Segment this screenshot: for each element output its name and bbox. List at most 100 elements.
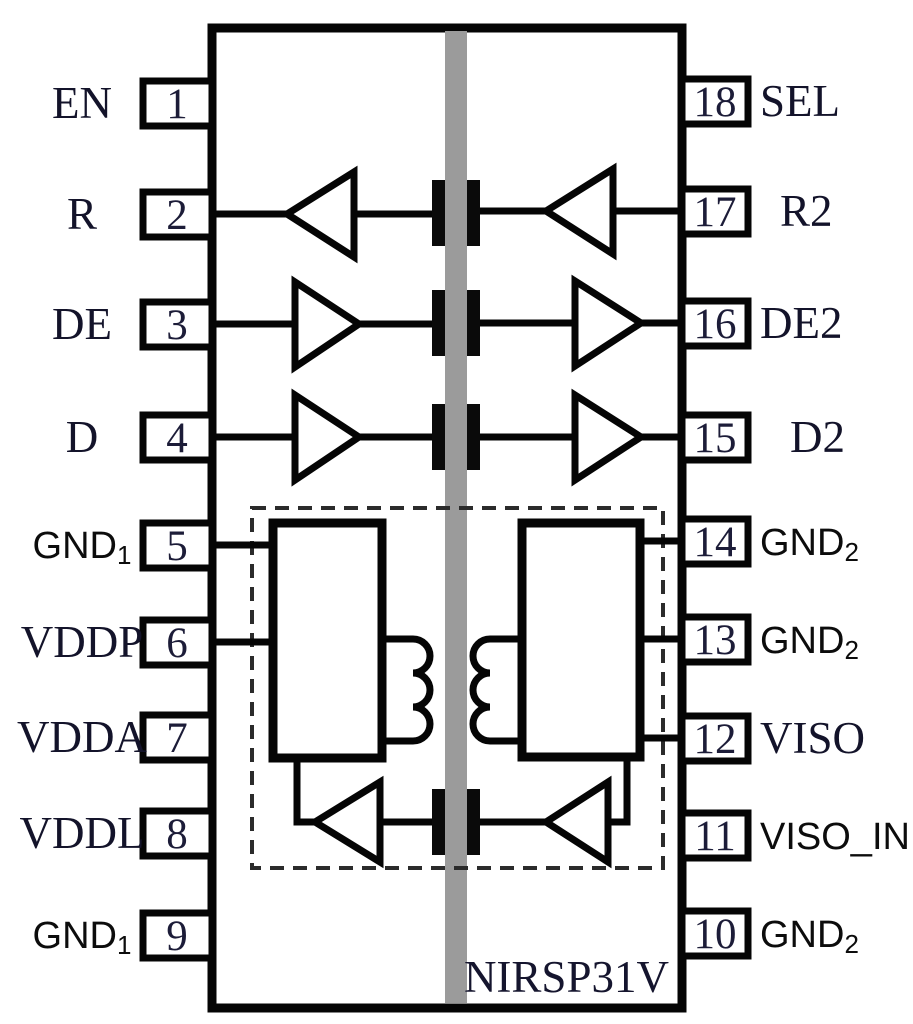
- coupling-tick-right: [467, 404, 480, 470]
- pin-16: 16 DE2: [678, 297, 843, 350]
- secondary-power-block: [517, 518, 645, 762]
- pin-13: 13 GND2: [678, 613, 859, 666]
- pin-3-label: DE: [52, 299, 112, 349]
- pin-7: 7 VDDA: [17, 711, 216, 764]
- pin-8-box: [139, 807, 216, 860]
- coupling-tick-right: [467, 290, 480, 356]
- pin-17-number: 17: [694, 189, 737, 236]
- pin-1-box: [139, 77, 216, 130]
- pin-2-label: R: [67, 189, 97, 239]
- pin-10-label: GND2: [760, 914, 859, 959]
- pin-2: 2 R: [67, 188, 216, 241]
- pin-6: 6 VDDP: [21, 616, 216, 669]
- pin-17: 17 R2: [678, 185, 833, 238]
- isolation-coupling-de: [432, 290, 480, 356]
- pin-14-label: GND2: [760, 522, 859, 567]
- coupling-tick-left: [432, 789, 445, 855]
- pin-11-box: [678, 809, 752, 862]
- pin-15-number: 15: [694, 415, 737, 462]
- pin-7-number: 7: [166, 715, 188, 762]
- coupling-tick-right: [467, 180, 480, 246]
- pin-3-box: [139, 298, 216, 351]
- coupling-tick-left: [432, 180, 445, 246]
- r-buffer-icon: [280, 165, 358, 264]
- d-buffer-icon: [291, 388, 366, 487]
- power-section-dashed-box: [250, 506, 665, 870]
- pin-11-number: 11: [694, 813, 735, 860]
- pin-2-box: [139, 188, 216, 241]
- pin-13-box: [678, 613, 752, 666]
- isolation-coupling-r: [432, 180, 480, 246]
- pin-16-label: DE2: [760, 298, 843, 348]
- de-buffer-icon: [291, 275, 366, 374]
- pin-18-box: [678, 75, 752, 128]
- primary-power-block: [268, 518, 387, 763]
- pin-13-number: 13: [694, 617, 737, 664]
- pin-3: 3 DE: [52, 298, 216, 351]
- pin-12-label: VISO: [760, 713, 865, 763]
- pin-4: 4 D: [66, 411, 216, 464]
- pin-18: 18 SEL: [678, 75, 840, 128]
- coupling-tick-right: [467, 789, 480, 855]
- pin-12: 12 VISO: [678, 712, 865, 765]
- pin-1: 1 EN: [52, 77, 216, 130]
- pin-6-label: VDDP: [21, 617, 144, 667]
- pin-7-box: [139, 711, 216, 764]
- pin-18-number: 18: [694, 79, 737, 126]
- pin-9-label: GND1: [33, 915, 132, 960]
- pin-10-number: 10: [694, 911, 737, 958]
- pin-17-label: R2: [780, 186, 833, 236]
- de2-buffer-icon: [571, 274, 648, 373]
- pin-1-number: 1: [166, 81, 188, 128]
- pin-11-label: VISO_IN: [760, 816, 910, 858]
- pin-4-label: D: [66, 412, 99, 462]
- isolation-coupling-d: [432, 404, 480, 470]
- pin-9: 9 GND1: [33, 909, 216, 962]
- pin-14-number: 14: [694, 519, 737, 566]
- pin-18-label: SEL: [760, 76, 840, 126]
- pin-15-label: D2: [790, 412, 845, 462]
- pin-8-number: 8: [166, 811, 188, 858]
- coupling-tick-left: [432, 404, 445, 470]
- pin-14-box: [678, 515, 752, 568]
- pin-4-number: 4: [166, 415, 188, 462]
- pin-3-number: 3: [166, 302, 188, 349]
- pin-13-label: GND2: [760, 620, 859, 665]
- pin-12-number: 12: [694, 716, 737, 763]
- pin-10: 10 GND2: [678, 907, 859, 960]
- isolation-coupling-feedback: [432, 789, 480, 855]
- pin-14: 14 GND2: [678, 515, 859, 568]
- coupling-tick-left: [432, 290, 445, 356]
- pin-11: 11 VISO_IN: [678, 809, 910, 862]
- pin-16-box: [678, 297, 752, 350]
- isolation-barrier: [445, 31, 467, 1003]
- pin-9-box: [139, 909, 216, 962]
- pin-5-box: [139, 519, 216, 572]
- pin-5-label: GND1: [33, 525, 132, 570]
- secondary-winding-icon: [469, 635, 522, 745]
- pin-10-box: [678, 907, 752, 960]
- pin-4-box: [139, 411, 216, 464]
- r2-buffer-icon: [539, 162, 617, 261]
- pin-8: 8 VDDL: [20, 807, 216, 860]
- pin-1-label: EN: [52, 78, 112, 128]
- part-number-label: NIRSP31V: [464, 952, 669, 1002]
- pin-12-box: [678, 712, 752, 765]
- wire-secondary-to-feedback: [608, 757, 631, 826]
- pin-6-number: 6: [166, 620, 188, 667]
- pin-17-box: [678, 185, 752, 238]
- d2-buffer-icon: [571, 388, 648, 487]
- pin-5: 5 GND1: [33, 519, 216, 572]
- pin-7-label: VDDA: [17, 712, 147, 762]
- pin-8-label: VDDL: [20, 808, 145, 858]
- primary-winding-icon: [382, 635, 434, 745]
- pin-16-number: 16: [694, 301, 737, 348]
- feedback-buffer-right-icon: [539, 775, 612, 869]
- feedback-buffer-left-icon: [308, 775, 384, 869]
- pin-5-number: 5: [166, 523, 188, 570]
- pin-2-number: 2: [166, 192, 188, 239]
- pin-6-box: [139, 616, 216, 669]
- pin-9-number: 9: [166, 913, 188, 960]
